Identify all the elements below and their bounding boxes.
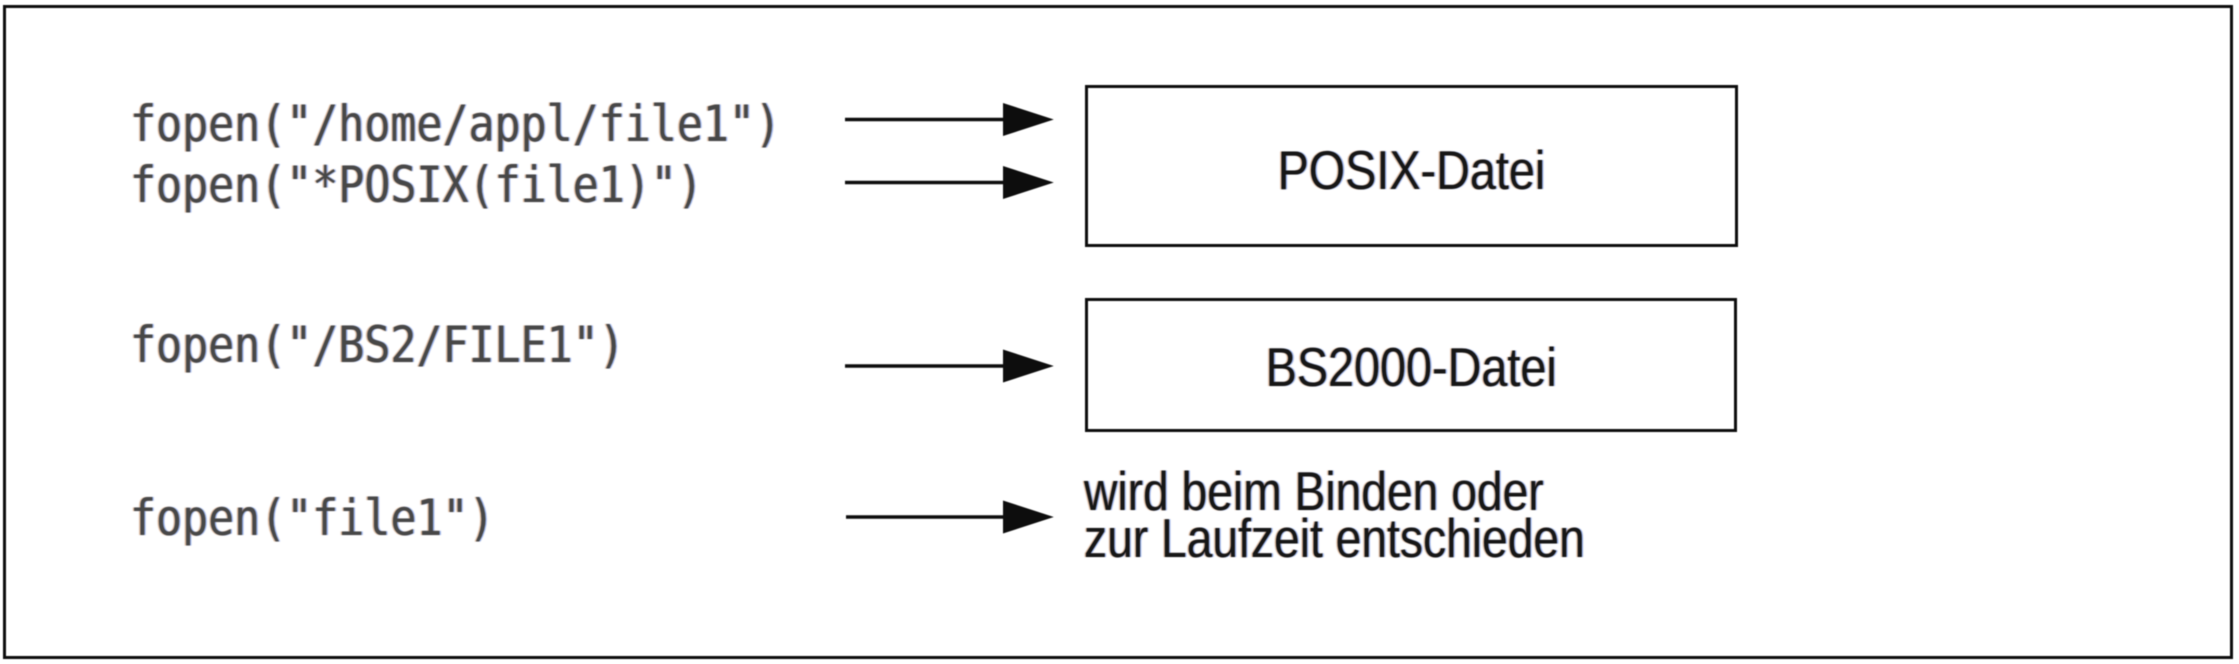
posix-file-box: POSIX-Datei bbox=[1085, 85, 1738, 247]
note-decided-at-link-or-runtime: wird beim Binden oder zur Laufzeit entsc… bbox=[1084, 464, 1680, 566]
arrow-file1-to-note bbox=[846, 500, 1054, 534]
code-line-bs2-file1: fopen("/BS2/FILE1") bbox=[130, 320, 702, 370]
code-line-file1: fopen("file1") bbox=[130, 493, 551, 543]
note-text: wird beim Binden oder zur Laufzeit entsc… bbox=[1084, 464, 1585, 566]
note-line-1: wird beim Binden oder bbox=[1084, 460, 1544, 522]
code-line-home-appl-file1-text: fopen("/home/appl/file1") bbox=[130, 95, 781, 153]
arrow-posix-syntax-to-posix bbox=[845, 166, 1054, 199]
code-line-file1-text: fopen("file1") bbox=[130, 489, 495, 547]
arrow-bs2-to-bs2000 bbox=[845, 349, 1054, 383]
arrow-home-appl-to-posix bbox=[845, 103, 1054, 136]
bs2000-file-box: BS2000-Datei bbox=[1085, 298, 1737, 432]
posix-file-box-label: POSIX-Datei bbox=[1277, 138, 1546, 201]
code-line-posix-file1-text: fopen("*POSIX(file1)") bbox=[130, 156, 703, 214]
bs2000-file-box-label: BS2000-Datei bbox=[1265, 336, 1557, 398]
code-line-home-appl-file1: fopen("/home/appl/file1") bbox=[130, 99, 883, 149]
code-line-bs2-file1-text: fopen("/BS2/FILE1") bbox=[130, 316, 625, 374]
note-line-2: zur Laufzeit entschieden bbox=[1084, 507, 1585, 569]
figure-border bbox=[3, 5, 2233, 659]
code-line-posix-file1: fopen("*POSIX(file1)") bbox=[130, 160, 792, 210]
